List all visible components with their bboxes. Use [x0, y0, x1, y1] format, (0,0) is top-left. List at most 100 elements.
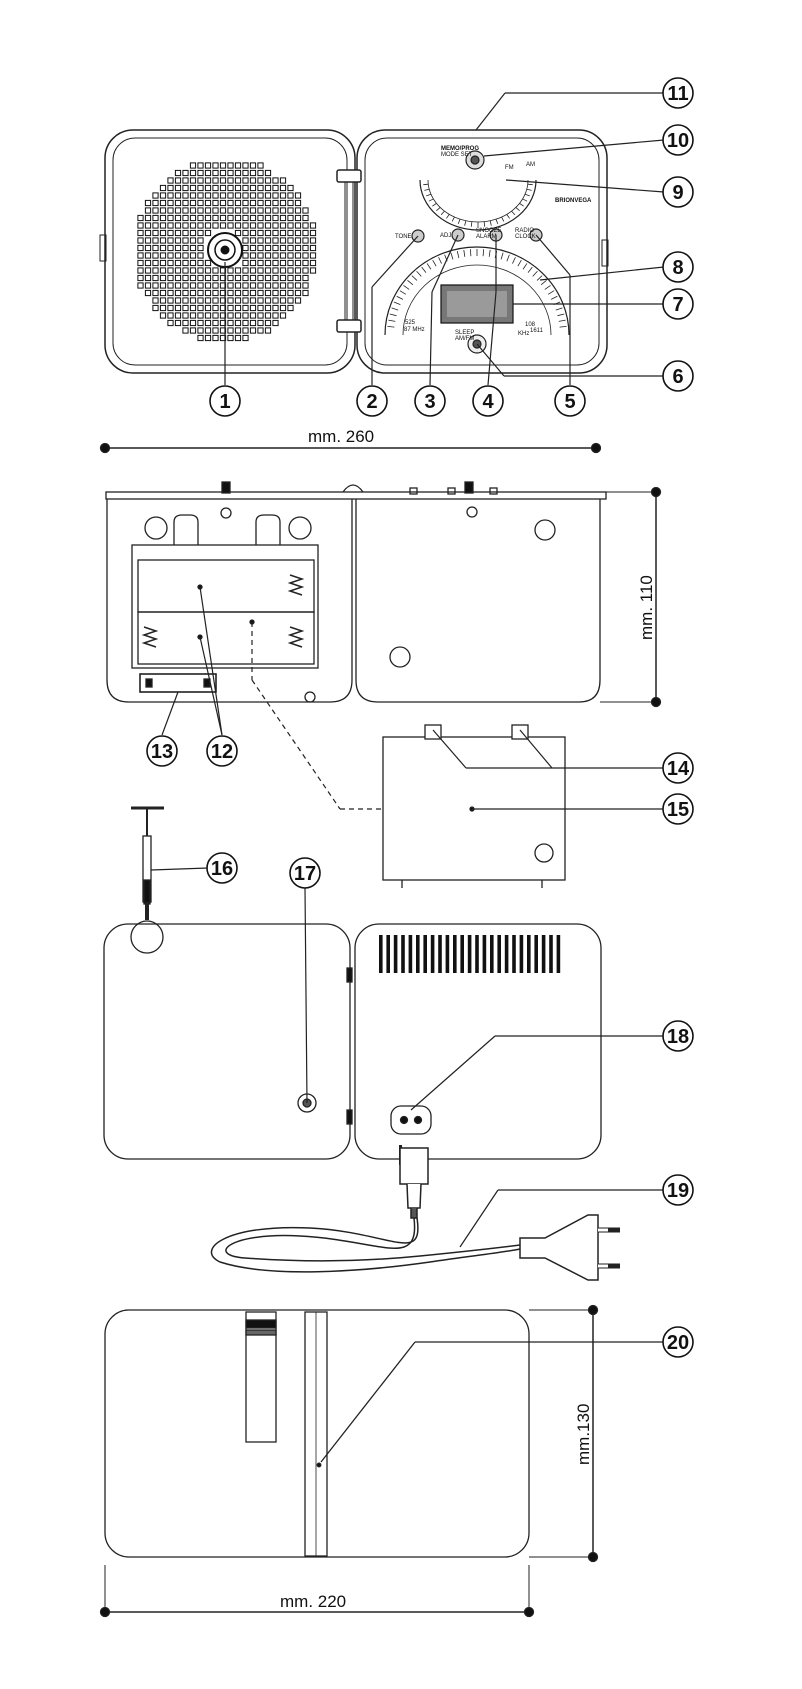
callout-number-14: 14 [667, 758, 690, 780]
grille-cell [204, 297, 212, 304]
grille-cell [287, 304, 294, 312]
grille-cell [272, 207, 279, 214]
grille-cell [167, 214, 174, 222]
grille-cell [152, 222, 159, 229]
grille-cell [197, 319, 204, 327]
grille-cell [204, 229, 212, 237]
mode-set-label: MODE SET [441, 152, 473, 158]
dial-tick [411, 275, 418, 281]
grille-cell [197, 244, 204, 252]
grille-cell [309, 252, 317, 259]
grille-cell [257, 162, 264, 169]
grille-cell [242, 229, 249, 237]
callout-number-16: 16 [211, 858, 233, 880]
grille-cell [249, 252, 257, 259]
grille-cell [264, 207, 272, 214]
grille-cell [257, 259, 264, 267]
grille-cell [279, 274, 287, 282]
grille-cell [257, 192, 264, 199]
grille-cell [159, 229, 167, 237]
grille-cell [302, 289, 309, 297]
grille-cell [219, 207, 227, 214]
controls-cube [356, 129, 608, 374]
back-view [99, 442, 662, 708]
grille-cell [182, 214, 189, 222]
grille-cell [234, 184, 242, 192]
grille-cell [212, 312, 219, 319]
grille-cell [302, 222, 309, 229]
grille-cell [242, 244, 249, 252]
grille-cell [189, 169, 197, 177]
grille-cell [189, 289, 197, 297]
callout-number-18: 18 [667, 1026, 689, 1048]
grille-cell [197, 199, 204, 207]
callout-circle-6 [662, 360, 694, 392]
grille-cell [182, 222, 189, 229]
grille-cell [159, 282, 167, 289]
dial-tick [457, 219, 461, 225]
dial-tick [387, 326, 395, 328]
dial-tick [456, 250, 460, 259]
grille-cell [249, 207, 257, 214]
snooze-label: SNOOZE [476, 228, 501, 234]
callout-circle-19 [662, 1174, 694, 1206]
vent-slot [453, 935, 457, 973]
grille-cell [189, 229, 197, 237]
grille-cell [167, 319, 174, 327]
grille-cell [167, 229, 174, 237]
grille-cell [159, 274, 167, 282]
grille-cell [204, 177, 212, 184]
grille-cell [182, 312, 189, 319]
fm-label: FM [505, 165, 514, 171]
grille-cell [174, 282, 182, 289]
vent-slot [416, 935, 420, 973]
grille-cell [204, 274, 212, 282]
grille-cell [204, 199, 212, 207]
grille-cell [167, 304, 174, 312]
grille-cell [294, 192, 302, 199]
dial-tick [399, 290, 407, 295]
grille-cell [212, 192, 219, 199]
grille-cell [174, 259, 182, 267]
grille-cell [167, 297, 174, 304]
dial-tick [524, 193, 530, 197]
grille-cell [152, 267, 159, 274]
grille-cell [287, 244, 294, 252]
dial-tick [450, 252, 454, 260]
dial-tick [500, 252, 504, 260]
grille-cell [249, 192, 257, 199]
dimension-width-top: mm. 260 [308, 427, 374, 446]
grille-cell [279, 252, 287, 259]
grille-cell [137, 229, 144, 237]
grille-cell [294, 297, 302, 304]
vent-slot [430, 935, 435, 973]
grille-cell [159, 222, 167, 229]
grille-cell [167, 252, 174, 259]
grille-cell [249, 199, 257, 207]
grille-cell [272, 267, 279, 274]
grille-cell [197, 297, 204, 304]
grille-cell [264, 252, 272, 259]
grille-cell [197, 169, 204, 177]
grille-cell [174, 199, 182, 207]
grille-cell [197, 252, 204, 259]
grille-cell [272, 312, 279, 319]
grille-cell [167, 274, 174, 282]
grille-cell [242, 319, 249, 327]
grille-cell [144, 199, 152, 207]
callout-number-8: 8 [672, 257, 683, 279]
grille-cell [212, 282, 219, 289]
grille-cell [152, 199, 159, 207]
dial-tick [432, 259, 437, 267]
grille-cell [227, 214, 234, 222]
grille-cell [294, 244, 302, 252]
grille-cell [257, 274, 264, 282]
grille-cell [287, 282, 294, 289]
grille-cell [257, 297, 264, 304]
grille-cell [249, 222, 257, 229]
grille-cell [294, 289, 302, 297]
grille-cell [182, 244, 189, 252]
callout-circle-17 [289, 857, 321, 889]
dial-tick [544, 285, 551, 290]
grille-cell [227, 304, 234, 312]
